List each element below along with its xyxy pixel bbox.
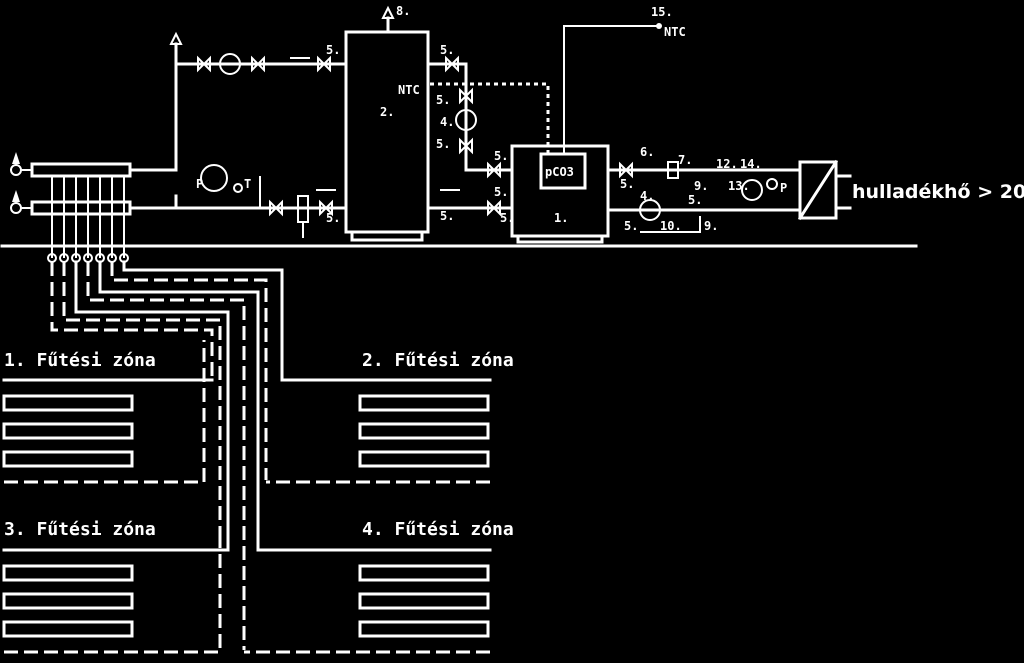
zone-2-coil — [266, 378, 492, 484]
air-vent-icon — [12, 152, 20, 164]
filter-label: 6. — [640, 145, 654, 159]
valve-icon — [459, 87, 473, 105]
valve-label-j: 5. — [624, 219, 638, 233]
valve-label-c: 5. — [440, 43, 454, 57]
drain-label-b: 9. — [704, 219, 718, 233]
heat-pump-base — [516, 234, 604, 244]
valve-icon — [269, 199, 283, 217]
zone-feed-lines — [50, 260, 284, 650]
gauge-t-icon — [233, 183, 243, 193]
ntc-top-sensor-icon — [656, 23, 662, 29]
pump-right-icon — [639, 199, 661, 221]
tank-base — [350, 230, 424, 242]
valve-label-a: 5. — [326, 43, 340, 57]
valve-icon — [487, 199, 501, 217]
heat-exchanger — [798, 160, 838, 220]
circulator-icon — [741, 179, 763, 201]
zone-3-coil — [2, 540, 230, 654]
valve-label-h: 5. — [494, 185, 508, 199]
valve-label-f: 5. — [494, 149, 508, 163]
manifold-return — [30, 200, 132, 216]
ntc-tank-label: NTC — [398, 83, 420, 97]
pump-mid-label: 4. — [440, 115, 454, 129]
valve-icon — [445, 55, 459, 73]
gauge-t-label: T — [244, 177, 251, 191]
manifold-supply — [30, 162, 132, 178]
expansion-icon — [667, 161, 679, 179]
manifold-outlets — [47, 176, 129, 263]
valve-label-e: 5. — [436, 137, 450, 151]
valve-icon — [487, 161, 501, 179]
label-12: 12. — [716, 157, 738, 171]
zone-3-label: 3. Fűtési zóna — [4, 519, 156, 540]
zone-4-coil — [244, 548, 492, 654]
tank-vent-icon — [381, 5, 395, 19]
pump-mid-icon — [455, 109, 477, 131]
gauge-p1-label: P — [196, 177, 203, 191]
zone-2-label: 2. Fűtési zóna — [362, 350, 514, 371]
valve-label-g: 5. — [440, 209, 454, 223]
valve-icon — [619, 161, 633, 179]
valve-icon — [459, 137, 473, 155]
pump-upper-icon — [219, 53, 241, 75]
pump-right-label: 4. — [640, 189, 654, 203]
gauge-p2-label: P — [780, 181, 787, 195]
valve-label-b: 5. — [326, 211, 340, 225]
flow-switch-line — [640, 216, 701, 233]
heat-pump-label: 1. — [554, 211, 568, 225]
air-vent-icon — [12, 190, 20, 202]
heat-exchanger-diagonal — [797, 159, 839, 221]
label-14: 14. — [740, 157, 762, 171]
zone-4-label: 4. Fűtési zóna — [362, 519, 514, 540]
supply-vent-icon — [169, 31, 183, 45]
valve-label-d: 5. — [436, 93, 450, 107]
valve-label-l: 5. — [500, 211, 514, 225]
tank-vent-label: 8. — [396, 4, 410, 18]
manifold-vent-icon — [10, 164, 22, 176]
zone-1-coil — [2, 340, 214, 484]
ntc-top-number: 15. — [651, 5, 673, 19]
waste-heat-label: hulladékhő > 20°C — [852, 181, 1024, 203]
valve-label-i: 5. — [620, 177, 634, 191]
gauge-p1-icon — [200, 164, 228, 192]
drain-label-a: 9. — [694, 179, 708, 193]
valve-icon — [251, 55, 265, 73]
expansion-label: 7. — [678, 153, 692, 167]
buffer-tank — [344, 30, 430, 234]
valve-icon — [197, 55, 211, 73]
valve-icon — [319, 199, 333, 217]
ntc-top-label: NTC — [664, 25, 686, 39]
manifold-vent-icon — [10, 202, 22, 214]
zone-1-label: 1. Fűtési zóna — [4, 350, 156, 371]
valve-icon — [317, 55, 331, 73]
tank-label: 2. — [380, 105, 394, 119]
ntc-top-wire — [563, 25, 659, 154]
valve-label-k: 5. — [688, 193, 702, 207]
controller-label: pCO3 — [545, 165, 574, 179]
flow-switch-label: 10. — [660, 219, 682, 233]
gauge-p2-icon — [766, 178, 778, 190]
